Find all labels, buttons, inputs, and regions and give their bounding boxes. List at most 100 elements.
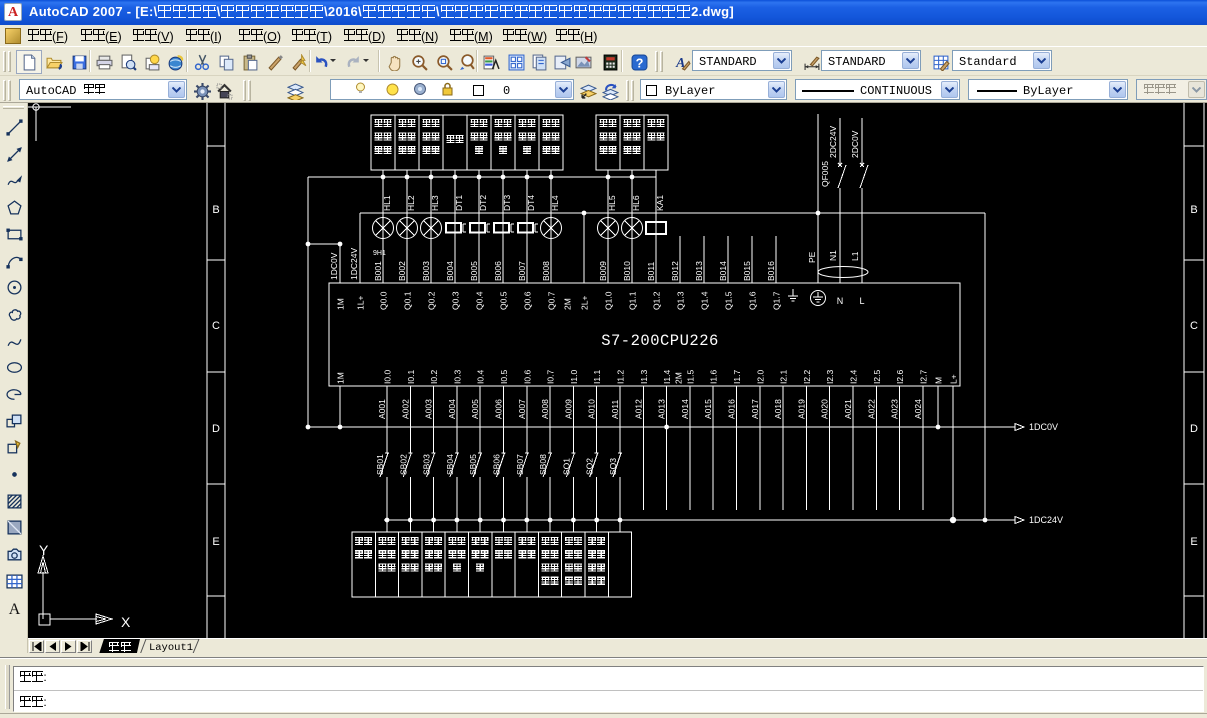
svg-text:A018: A018 — [773, 399, 783, 419]
svg-text:E: E — [1190, 536, 1197, 548]
svg-text:Layout1: Layout1 — [149, 642, 193, 654]
svg-text:Q0.6: Q0.6 — [523, 291, 533, 310]
svg-text:SB03: SB03 — [422, 454, 432, 475]
svg-text:Q1.4: Q1.4 — [700, 291, 710, 310]
svg-text:SB07: SB07 — [515, 454, 525, 475]
svg-text:I1.4: I1.4 — [662, 370, 672, 384]
svg-text:N1: N1 — [828, 250, 838, 261]
svg-text:B001: B001 — [373, 261, 383, 281]
svg-text:HL5: HL5 — [607, 195, 617, 211]
svg-text:2L+: 2L+ — [580, 296, 590, 310]
svg-text:?: ? — [635, 55, 643, 70]
svg-text:2M: 2M — [674, 372, 684, 384]
svg-text:SQ1: SQ1 — [561, 458, 571, 475]
svg-text:Q1.5: Q1.5 — [724, 291, 734, 310]
svg-text:L1: L1 — [850, 251, 860, 261]
svg-text:SB08: SB08 — [538, 454, 548, 475]
svg-text:Q0.3: Q0.3 — [451, 291, 461, 310]
svg-text:Q1.2: Q1.2 — [652, 291, 662, 310]
svg-text:N: N — [837, 296, 844, 306]
svg-text:DT1: DT1 — [454, 195, 464, 211]
svg-text:KA1: KA1 — [655, 195, 665, 211]
svg-text:B013: B013 — [694, 261, 704, 281]
svg-text:HL1: HL1 — [382, 195, 392, 211]
svg-text:1M: 1M — [336, 298, 346, 310]
svg-text:I0.4: I0.4 — [476, 370, 486, 384]
svg-text:DT2: DT2 — [478, 195, 488, 211]
svg-text:A006: A006 — [494, 399, 504, 419]
svg-text:A015: A015 — [703, 399, 713, 419]
svg-text:Q0.5: Q0.5 — [499, 291, 509, 310]
svg-text:Q1.7: Q1.7 — [772, 291, 782, 310]
svg-text:A011: A011 — [610, 400, 620, 419]
svg-text:SB01: SB01 — [375, 454, 385, 475]
svg-text:A010: A010 — [587, 399, 597, 419]
svg-text:A003: A003 — [424, 399, 434, 419]
svg-text:A017: A017 — [750, 399, 760, 419]
svg-text:HL2: HL2 — [406, 195, 416, 211]
svg-text:A001: A001 — [377, 399, 387, 419]
svg-text:9H1: 9H1 — [373, 250, 386, 257]
svg-text:I1.1: I1.1 — [592, 370, 602, 384]
svg-text:A004: A004 — [447, 399, 457, 419]
svg-text:1L+: 1L+ — [356, 296, 366, 310]
svg-text:I0.7: I0.7 — [546, 370, 556, 384]
svg-text:Q1.6: Q1.6 — [748, 291, 758, 310]
svg-text:B014: B014 — [718, 261, 728, 281]
svg-text:B006: B006 — [493, 261, 503, 281]
svg-text:SQ3: SQ3 — [608, 458, 618, 475]
svg-text:1DC24V: 1DC24V — [1029, 515, 1063, 525]
svg-text:A016: A016 — [727, 399, 737, 419]
svg-text:B016: B016 — [766, 261, 776, 281]
svg-text:I1.5: I1.5 — [685, 370, 695, 384]
svg-text:HL6: HL6 — [631, 195, 641, 211]
svg-text:A007: A007 — [517, 399, 527, 419]
svg-text:X: X — [121, 614, 131, 630]
svg-text:I1.2: I1.2 — [616, 370, 626, 384]
svg-text:Q1.0: Q1.0 — [604, 291, 614, 310]
svg-text:L+: L+ — [949, 374, 959, 384]
svg-text:A021: A021 — [843, 399, 853, 419]
svg-text:B: B — [1190, 204, 1197, 216]
svg-text:B007: B007 — [517, 261, 527, 281]
svg-text:SB06: SB06 — [492, 454, 502, 475]
svg-text:C: C — [1190, 320, 1198, 332]
svg-text:DT4: DT4 — [526, 195, 536, 211]
svg-text:Q1.3: Q1.3 — [676, 291, 686, 310]
svg-text:Q0.2: Q0.2 — [427, 291, 437, 310]
svg-text:M: M — [934, 377, 944, 384]
svg-text:2DC0V: 2DC0V — [850, 130, 860, 158]
svg-text:L: L — [859, 296, 864, 306]
svg-text:I2.7: I2.7 — [918, 370, 928, 384]
svg-text:Y: Y — [39, 542, 49, 558]
svg-text:I2.0: I2.0 — [755, 370, 765, 384]
svg-text:A024: A024 — [913, 399, 923, 419]
svg-text:D: D — [1190, 423, 1198, 435]
svg-text:B011: B011 — [646, 262, 656, 281]
svg-text:B010: B010 — [622, 261, 632, 281]
svg-text:B004: B004 — [445, 261, 455, 281]
svg-text:A020: A020 — [820, 399, 830, 419]
svg-text:S7-200CPU226: S7-200CPU226 — [601, 332, 719, 350]
svg-text:I1.7: I1.7 — [732, 370, 742, 384]
svg-text:B002: B002 — [397, 261, 407, 281]
svg-text:I2.6: I2.6 — [895, 370, 905, 384]
svg-text:2M: 2M — [563, 298, 573, 310]
svg-text:PE: PE — [807, 251, 817, 263]
svg-text:HL4: HL4 — [550, 195, 560, 211]
svg-text:A019: A019 — [796, 399, 806, 419]
svg-text:A005: A005 — [470, 399, 480, 419]
svg-text:E: E — [212, 536, 219, 548]
svg-text:Q0.0: Q0.0 — [379, 291, 389, 310]
svg-text:I0.3: I0.3 — [452, 370, 462, 384]
svg-text:I2.3: I2.3 — [825, 370, 835, 384]
svg-text:B008: B008 — [541, 261, 551, 281]
svg-text:B009: B009 — [598, 261, 608, 281]
svg-text:1DC24V: 1DC24V — [349, 248, 359, 280]
svg-text:A009: A009 — [563, 399, 573, 419]
svg-text:SB02: SB02 — [398, 454, 408, 475]
svg-text:I1.6: I1.6 — [709, 370, 719, 384]
svg-text:A013: A013 — [657, 399, 667, 419]
svg-text:I1.0: I1.0 — [569, 370, 579, 384]
svg-text:I0.0: I0.0 — [383, 370, 393, 384]
